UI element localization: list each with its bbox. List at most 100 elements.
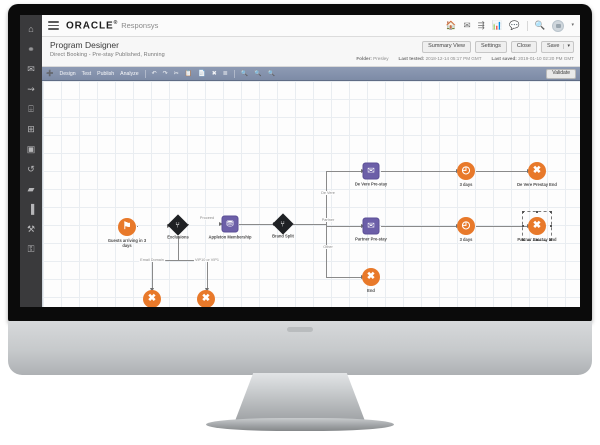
other-end-node[interactable]: ✖End [362,268,380,293]
grid-icon[interactable]: ⊞ [27,123,35,134]
toolbar-divider [144,69,146,78]
flow-icon[interactable]: ⇝ [27,83,35,94]
wait-3-days-lower-node[interactable]: ◴3 days [457,217,475,242]
chevron-down-icon[interactable]: ▾ [563,44,570,50]
node-label: Exclusions [167,234,189,240]
home-icon[interactable]: 🏠 [445,20,457,31]
undo-icon[interactable]: ↶ [151,70,157,77]
connector [326,171,362,172]
envelope-icon[interactable]: ✉ [463,20,471,31]
bar-chart-icon[interactable]: 📊 [491,20,503,31]
node-shape: ✉De Vere Pre-stay [355,162,387,187]
resize-handle[interactable] [549,238,553,242]
avatar[interactable] [552,19,565,32]
node-shape: ◴3 days [457,162,475,187]
settings-button[interactable]: Settings [475,41,507,53]
align-icon[interactable]: ≣ [222,70,228,77]
zoom-fit-icon[interactable]: 🔍 [267,70,276,77]
brand-split-node[interactable]: ⑂Brand Split [272,213,294,239]
validate-button[interactable]: Validate [546,68,576,79]
comment-icon[interactable]: 💬 [509,20,520,31]
node-shape: ⑂Brand Split [272,213,294,239]
node-glyph-icon: ◴ [457,162,475,180]
link-icon[interactable]: ⚭ [27,43,35,54]
app-page: ORACLE® Responsys 🏠 ✉ ⇶ 📊 💬 🔍 ▾ Program [42,15,580,307]
save-button[interactable]: Save ▾ [540,41,574,53]
node-label: End [367,288,375,293]
hamburger-menu-icon[interactable] [48,21,59,30]
devere-prestay-node[interactable]: ✉De Vere Pre-stay [355,162,387,187]
node-label: Partner Pre-stay [355,236,387,242]
appleton-membership-node[interactable]: ⛃Appleton Membership [209,215,252,240]
image-icon[interactable]: ▣ [26,143,36,154]
node-glyph-icon: ⑂ [167,214,189,236]
resize-handle[interactable] [549,210,553,214]
edge-label: Email Domain [139,258,165,262]
folder-icon[interactable]: ▰ [27,183,35,194]
connector [152,260,153,290]
tools-icon[interactable]: ⚒ [26,223,36,234]
partner-prestay-end-node[interactable]: ✖Partner Prestay End [517,210,557,242]
search-icon[interactable]: 🔍 [534,20,546,31]
close-button[interactable]: Close [510,41,537,53]
envelope-icon[interactable]: ✉ [27,63,35,74]
resize-handle[interactable] [535,238,539,242]
home-icon[interactable]: ⌂ [28,23,34,34]
delete-icon[interactable]: ✖ [211,70,217,77]
product-name: Responsys [121,21,159,30]
selection-handles[interactable] [521,210,553,242]
meta-item: Last tested: 2018-12-14 05:17 PM GMT [398,56,482,61]
summary-view-button[interactable]: Summary View [422,41,471,53]
tab-design[interactable]: Design [59,70,76,77]
redo-icon[interactable]: ↷ [162,70,168,77]
resize-handle[interactable] [535,210,539,214]
oracle-logo-text: ORACLE [66,20,114,32]
paste-icon[interactable]: 📄 [198,70,206,77]
cut-icon[interactable]: ✂ [173,70,179,77]
wait-3-days-upper-node[interactable]: ◴3 days [457,162,475,187]
meta-item: Folder: Presley [356,56,389,61]
resize-handle[interactable] [521,210,525,214]
zoom-out-icon[interactable]: 🔍 [254,70,262,77]
screen: ⌂⚭✉⇝⌹⊞▣↺▰▐⚒⚿ ⚑⇄▽⚙◴✖♟✉▯⌸▤⑂✂⊞↻☗✒▭ ORACLE® … [20,15,580,307]
vip-end-node[interactable]: ✖End [197,290,215,307]
tab-publish[interactable]: Publish [97,70,115,77]
header-meta: Folder: Presley Last tested: 2018-12-14 0… [356,56,574,61]
resize-handle[interactable] [521,238,525,242]
node-glyph-icon: ✖ [528,162,546,180]
tab-analyze[interactable]: Analyze [120,70,139,77]
add-icon[interactable]: ➕ [46,70,54,77]
lock-icon[interactable]: ⚿ [27,243,35,254]
edge-label: Partner [320,218,336,222]
node-glyph-icon: ✖ [528,217,546,235]
connector [137,226,138,227]
oracle-logo-trademark: ® [113,19,119,26]
resize-handle[interactable] [521,224,525,228]
enrollment-node[interactable]: ⚑Guests arriving in 3 days [108,218,146,248]
node-label: 3 days [459,237,473,242]
email-domain-end-node[interactable]: ✖End [143,290,161,307]
node-shape: ⛃Appleton Membership [209,215,252,240]
copy-icon[interactable]: 📋 [184,70,193,77]
zoom-in-icon[interactable]: 🔍 [240,70,249,77]
chevron-down-icon[interactable]: ▾ [571,22,574,28]
history-icon[interactable]: ↺ [27,163,35,174]
node-shape: ✖End [362,268,380,293]
flow-icon[interactable]: ⇶ [477,20,485,31]
briefcase-icon[interactable]: ⌹ [28,103,34,114]
devere-prestay-end-node[interactable]: ✖De Vere Prestay End [517,162,557,187]
node-glyph-icon: ⚑ [118,218,136,236]
node-shape: ✖End [143,290,161,307]
header-button-group: Summary View Settings Close Save ▾ [422,41,574,53]
partner-prestay-node[interactable]: ✉Partner Pre-stay [355,217,387,242]
app-rail[interactable]: ⌂ ⚭ ✉ ⇝ ⌹ ⊞ ▣ ↺ ▰ ▐ ⚒ ⚿ [20,15,42,307]
node-shape: ✖End [197,290,215,307]
exclusions-node[interactable]: ⑂Exclusions [167,214,189,240]
resize-handle[interactable] [549,224,553,228]
node-shape: ✉Partner Pre-stay [355,217,387,242]
chart-icon[interactable]: ▐ [27,203,35,214]
node-glyph-icon: ⛃ [221,215,239,233]
tab-test[interactable]: Test [81,70,92,77]
connector [476,226,528,227]
